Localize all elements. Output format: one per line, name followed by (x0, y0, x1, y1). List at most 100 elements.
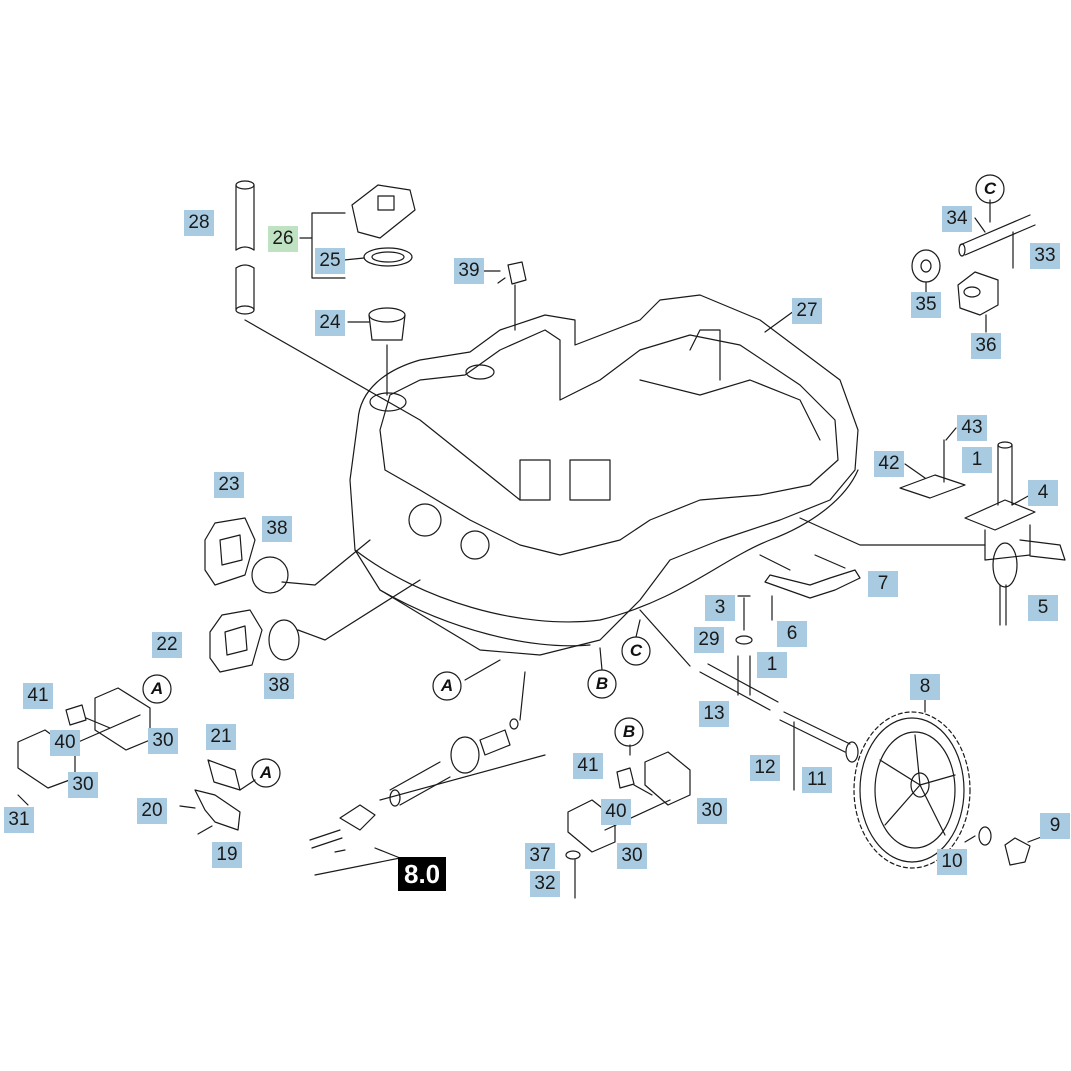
axle-shaft (779, 711, 851, 753)
callout-19: 19 (212, 842, 242, 868)
plate-42 (899, 474, 966, 499)
callout-26: 26 (268, 226, 298, 252)
leader-4 (1011, 494, 1031, 506)
callout-5: 5 (1028, 595, 1058, 621)
section-label: 8.0 (398, 857, 447, 891)
holder-23 (204, 517, 256, 586)
bolt-3 (737, 595, 751, 631)
pin-40b (633, 784, 653, 796)
housing-base (349, 294, 859, 656)
wheel-8-inner (874, 731, 956, 849)
washer-29 (735, 635, 753, 645)
leader-plates (604, 799, 671, 831)
ref-A-2: A (150, 679, 164, 698)
callout-39: 39 (454, 258, 484, 284)
castor-4-brake (1019, 539, 1066, 561)
housing-detail-2 (569, 459, 611, 501)
ref-circle-C1 (975, 174, 1005, 204)
tube-28-break (235, 246, 255, 269)
callout-36: 36 (971, 333, 1001, 359)
leader-38b (297, 579, 421, 641)
coupler-41b (616, 767, 635, 789)
wheel-8-tread (853, 711, 971, 869)
pin-1a-top (997, 441, 1013, 449)
screw-20 (179, 805, 213, 835)
callout-30d: 30 (617, 843, 647, 869)
ref-C-1: C (983, 179, 997, 198)
tank-opening (369, 392, 407, 412)
wheel-8-hub (910, 772, 930, 798)
callout-1b: 1 (757, 652, 787, 678)
tube-28-bottom (235, 305, 255, 315)
leader-section (314, 754, 546, 876)
callout-30b: 30 (68, 772, 98, 798)
coupler-41a (65, 704, 87, 726)
callout-25: 25 (315, 248, 345, 274)
ref-C-2: C (629, 641, 643, 660)
tube-28-top (235, 180, 255, 190)
callout-4: 4 (1028, 480, 1058, 506)
callout-20: 20 (137, 798, 167, 824)
hose-tube-end (389, 789, 401, 807)
callout-41b: 41 (573, 753, 603, 779)
block-36 (957, 271, 999, 316)
screw-small (334, 849, 346, 853)
leader-28 (244, 319, 521, 501)
filter-24-body (368, 314, 406, 341)
callout-31: 31 (4, 807, 34, 833)
callout-9: 9 (1040, 813, 1070, 839)
oring-38b (268, 619, 300, 661)
callout-30c: 30 (697, 798, 727, 824)
leader-13 (639, 609, 691, 667)
callout-34: 34 (942, 206, 972, 232)
callout-38b: 38 (264, 673, 294, 699)
oring-small (509, 718, 519, 730)
callout-6: 6 (777, 621, 807, 647)
callout-29: 29 (694, 627, 724, 653)
callout-40b: 40 (601, 799, 631, 825)
pulley-35-hub (920, 259, 932, 273)
holder-23-inner (219, 534, 243, 566)
leader-27 (764, 310, 795, 333)
callout-33: 33 (1030, 243, 1060, 269)
leader-42 (904, 427, 957, 479)
housing-detail-1 (519, 459, 551, 501)
ring-25 (363, 247, 413, 267)
filter-24-top (368, 307, 406, 323)
ref-A-1: A (440, 676, 454, 695)
spring (309, 829, 343, 849)
screw-31 (17, 794, 29, 806)
leader-7 (759, 554, 791, 571)
shaft-34-end (958, 243, 966, 257)
ref-circle-B2 (614, 717, 644, 747)
ref-circle-A1 (432, 671, 462, 701)
callout-12: 12 (750, 755, 780, 781)
bolt-5 (999, 584, 1007, 626)
castor-4-fork (984, 524, 1031, 561)
leader-34 (974, 199, 991, 233)
washer-37 (565, 850, 581, 860)
cap-26 (351, 184, 416, 239)
washer-11 (845, 741, 859, 763)
cap-26-window (377, 195, 395, 211)
plate-30c (644, 751, 691, 806)
castor-4-plate (964, 499, 1036, 531)
callout-11: 11 (802, 767, 832, 793)
callout-30a: 30 (148, 728, 178, 754)
housing-detail-6 (689, 329, 721, 381)
housing-inner (379, 329, 839, 556)
callout-21: 21 (206, 724, 236, 750)
callout-27: 27 (792, 298, 822, 324)
spacer-1b (737, 655, 751, 696)
callout-23: 23 (214, 472, 244, 498)
callout-42: 42 (874, 451, 904, 477)
ref-B-1: B (595, 674, 609, 693)
housing-bottom (379, 589, 591, 647)
pin-40a (85, 717, 111, 729)
nut-wheel (450, 736, 480, 774)
callout-35: 35 (911, 292, 941, 318)
leader-38a (281, 539, 371, 586)
pin-1a (997, 444, 1013, 506)
leader-A3 (239, 779, 256, 791)
leader-A1 (464, 659, 501, 681)
